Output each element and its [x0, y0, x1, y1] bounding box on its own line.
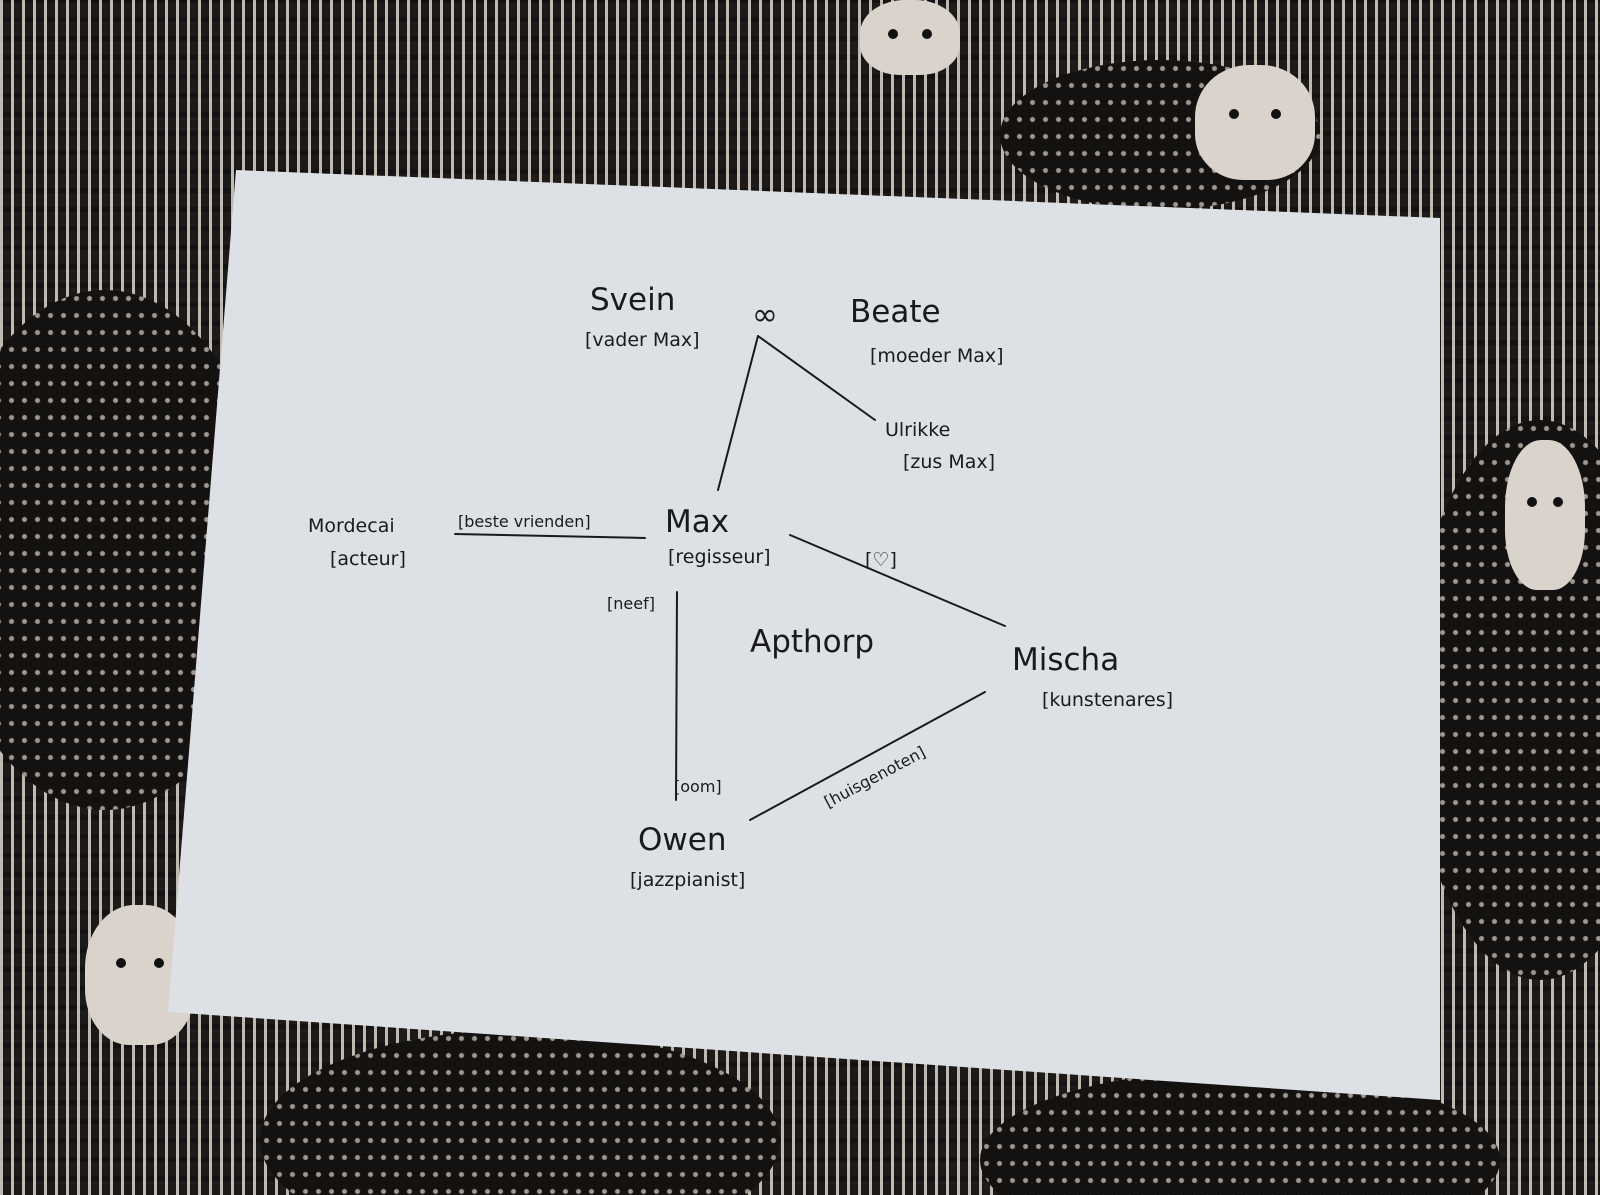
line-owen-mischa: [749, 691, 986, 821]
person-name-mischa: Mischa: [1012, 642, 1119, 678]
fabric-sheep-face: [1195, 65, 1315, 180]
person-name-mordecai: Mordecai: [308, 515, 395, 537]
person-name-svein: Svein: [590, 282, 675, 318]
fabric-sheep-face: [1505, 440, 1585, 590]
line-max-mordecai: [454, 533, 646, 539]
fabric-sheep-face: [860, 0, 960, 75]
person-role-mordecai: [acteur]: [330, 548, 406, 570]
person-name-beate: Beate: [850, 294, 941, 330]
relation-label-oom: [oom]: [674, 777, 722, 796]
person-role-beate: [moeder Max]: [870, 345, 1004, 367]
fabric-sheep-body: [260, 1030, 780, 1195]
relation-label-beste-vrienden: [beste vrienden]: [458, 512, 591, 531]
person-name-ulrikke: Ulrikke: [885, 419, 950, 441]
line-parents-to-ulrikke: [757, 335, 876, 421]
person-role-max: [regisseur]: [668, 546, 771, 568]
person-role-svein: [vader Max]: [585, 329, 700, 351]
line-parents-to-max: [717, 335, 759, 491]
line-max-owen: [675, 591, 678, 801]
person-name-max: Max: [665, 504, 729, 540]
line-max-mischa: [789, 534, 1006, 627]
person-role-owen: [jazzpianist]: [630, 869, 745, 891]
relation-label-heart: [♡]: [865, 549, 897, 571]
diagram-title: Apthorp: [750, 624, 874, 660]
person-role-mischa: [kunstenares]: [1042, 689, 1173, 711]
paper-outline: [168, 170, 1440, 1100]
person-name-owen: Owen: [638, 822, 726, 858]
marriage-symbol: ∞: [752, 297, 778, 333]
person-role-ulrikke: [zus Max]: [903, 451, 995, 473]
relation-label-neef: [neef]: [607, 594, 655, 613]
